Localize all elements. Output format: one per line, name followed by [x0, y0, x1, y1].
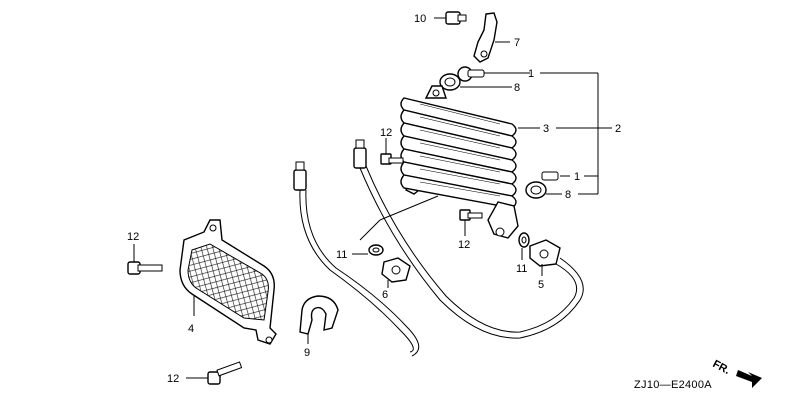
part-8-grommet-top [439, 66, 485, 91]
label-4: 4 [188, 323, 194, 335]
part-10-bolt [434, 11, 467, 25]
part-9-hose-clamp [299, 295, 339, 335]
part-12-bolt-cooler-left [380, 138, 404, 165]
label-10: 10 [414, 13, 426, 25]
label-12-cover-upper: 12 [127, 231, 139, 243]
part-3-oil-cooler [400, 85, 519, 239]
front-arrow-icon [736, 370, 762, 388]
label-8-bottom: 8 [565, 189, 571, 201]
label-6: 6 [382, 289, 388, 301]
part-12-bolt-cover-upper [127, 244, 163, 275]
label-1-top: 1 [528, 68, 534, 80]
part-7-bracket [473, 12, 510, 63]
part-12-bolt-cooler-bottom [459, 209, 483, 236]
oil-hose-left [293, 161, 420, 357]
part-11-washer-right [518, 232, 530, 248]
label-12-cooler-bottom: 12 [458, 239, 470, 251]
label-11-left: 11 [336, 249, 347, 261]
oil-hose-right [353, 139, 584, 339]
label-9: 9 [304, 347, 310, 359]
part-12-bolt-cover-lower [186, 361, 243, 385]
part-5-hose-fitting [529, 239, 561, 267]
front-indicator-label: FR. [711, 358, 732, 377]
diagram-code: ZJ10—E2400A [634, 379, 712, 391]
part-4-cooler-cover [179, 219, 277, 345]
label-12-cover-lower: 12 [167, 373, 179, 385]
part-6-hose-fitting [381, 257, 411, 283]
part-11-washer-left [368, 244, 384, 256]
label-8-top: 8 [514, 82, 520, 94]
part-8-grommet-bottom [525, 171, 559, 199]
label-3: 3 [543, 123, 549, 135]
front-direction-indicator: FR. [711, 358, 762, 388]
label-2: 2 [615, 123, 621, 135]
label-1-bottom: 1 [574, 171, 580, 183]
label-5: 5 [538, 279, 544, 291]
label-11-right: 11 [516, 263, 527, 275]
label-12-cooler-left: 12 [380, 127, 392, 139]
label-7: 7 [514, 37, 520, 49]
